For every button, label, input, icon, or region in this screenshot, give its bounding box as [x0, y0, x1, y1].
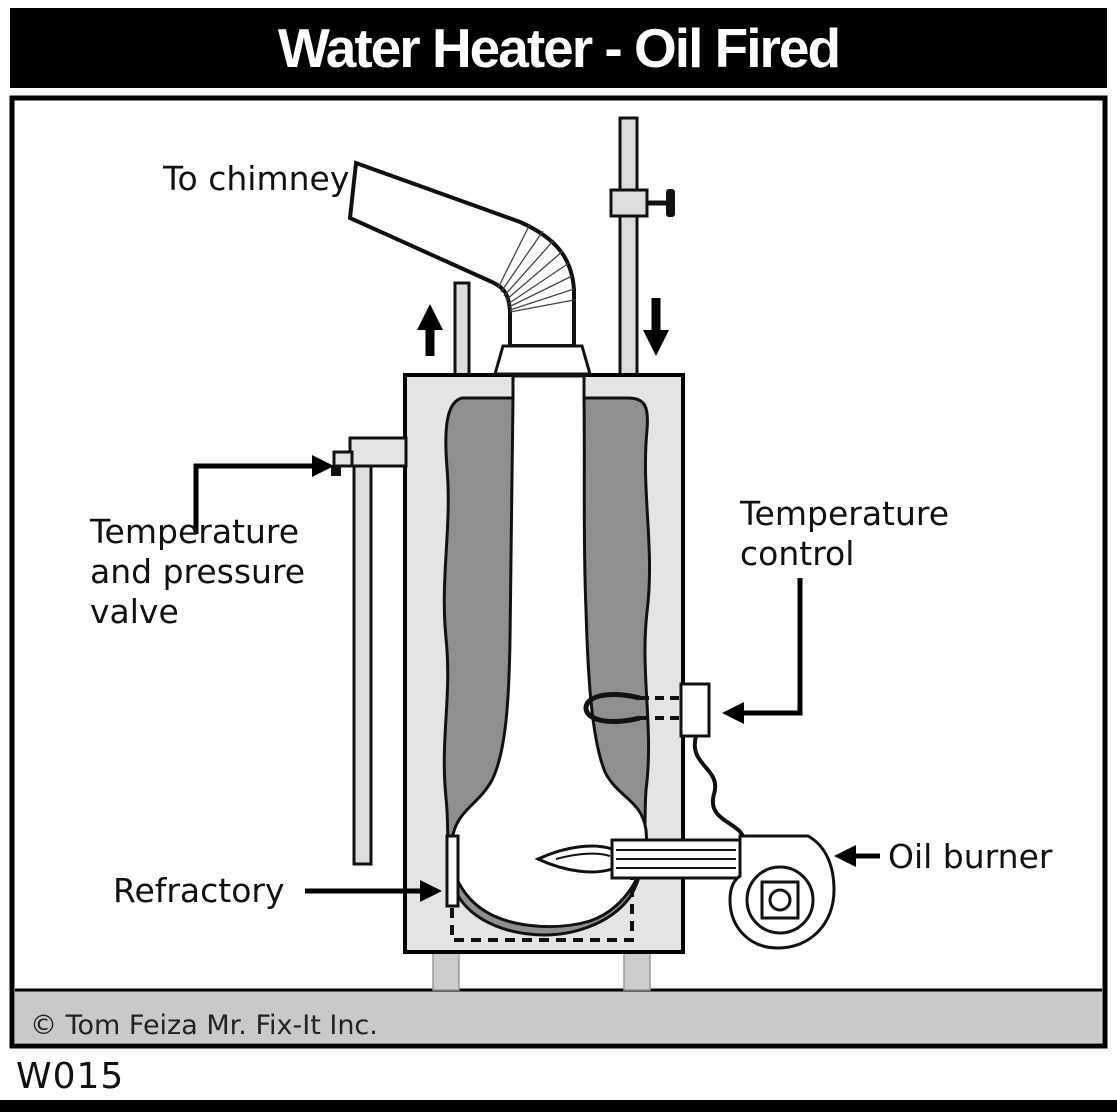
cold-water-pipe: [618, 116, 639, 378]
vent-pipe-small: [453, 281, 471, 378]
refractory-arrow: [305, 880, 442, 902]
inner-tank-flue: [449, 374, 648, 929]
tp-valve: [331, 436, 408, 476]
burner-motor-hub: [768, 888, 792, 912]
flue-collar: [493, 344, 592, 376]
figure-code: W015: [16, 1056, 125, 1097]
copyright-text: © Tom Feiza Mr. Fix-It Inc.: [30, 1010, 378, 1041]
control-wire: [692, 735, 746, 841]
tank-legs: [432, 949, 651, 991]
bottom-bar: [0, 1100, 1117, 1112]
temp-control-arrow: [722, 578, 803, 724]
label-tpv-line1: Temperature: [89, 512, 299, 551]
label-temp-control-line2: control: [740, 534, 854, 573]
shutoff-valve: [609, 188, 675, 218]
label-tpv-line2: and pressure: [90, 552, 305, 591]
flue-elbow-ribs: [497, 223, 575, 313]
label-to-chimney: To chimney: [162, 159, 349, 198]
temperature-control: [583, 682, 746, 841]
down-arrow: [643, 298, 669, 356]
tpv-arrow: [193, 455, 334, 534]
refractory-bar: [445, 834, 460, 908]
label-oil-burner: Oil burner: [888, 837, 1053, 876]
oil-burner-arrow: [834, 845, 880, 867]
combustion-chamber-dashed: [450, 878, 634, 942]
label-refractory: Refractory: [113, 871, 285, 910]
up-arrow: [417, 304, 443, 356]
control-body: [679, 682, 711, 738]
oil-burner: [610, 834, 836, 950]
title-banner: Water Heater - Oil Fired: [10, 8, 1107, 88]
page-title: Water Heater - Oil Fired: [277, 17, 841, 79]
floor: [15, 988, 1102, 1043]
label-temp-control-line1: Temperature: [739, 494, 949, 533]
label-tpv-line3: valve: [90, 592, 179, 631]
control-sensor-loop: [583, 692, 641, 724]
tp-discharge-pipe: [352, 462, 373, 866]
